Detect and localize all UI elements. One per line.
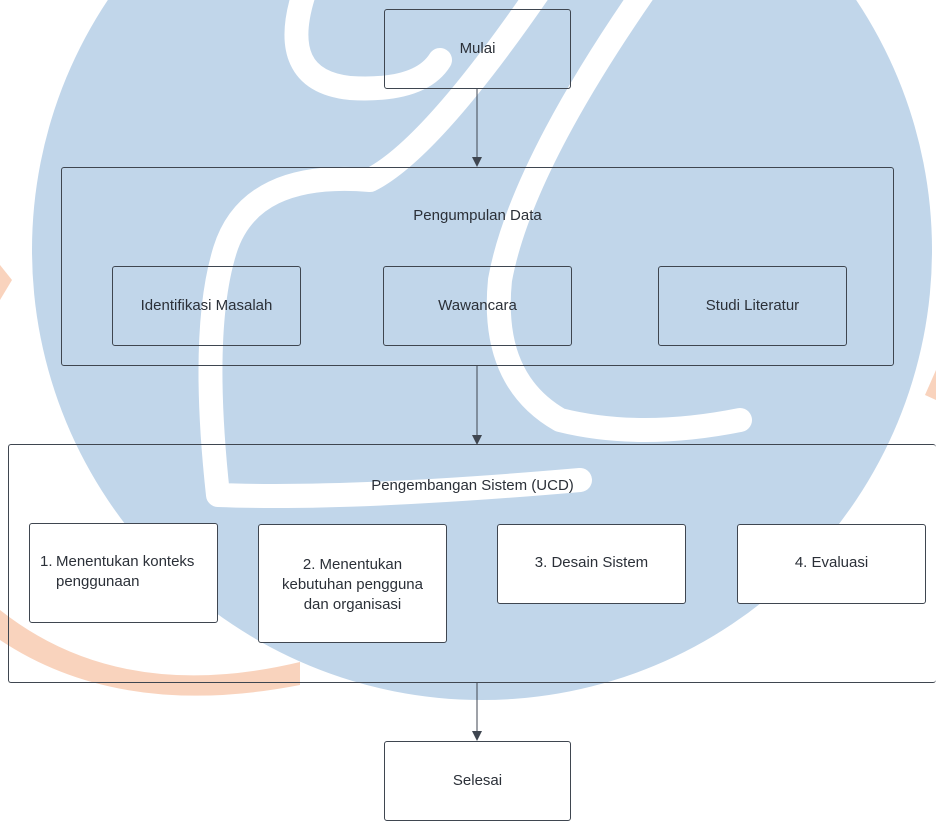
step-1-label: Menentukan konteks penggunaan bbox=[56, 553, 195, 590]
watermark-circle bbox=[32, 0, 932, 700]
figure-head-ring bbox=[284, 0, 452, 101]
step-2-label: 2. Menentukan kebutuhan pengguna dan org… bbox=[282, 556, 423, 613]
step-4-label: 4. Evaluasi bbox=[794, 554, 869, 571]
data-collection-group: Pengumpulan Data bbox=[61, 167, 894, 366]
end-label: Selesai bbox=[452, 772, 503, 789]
step-3-box: 3. Desain Sistem bbox=[497, 524, 686, 604]
orange-accent-left bbox=[0, 265, 12, 300]
development-title: Pengembangan Sistem (UCD) bbox=[371, 477, 574, 494]
item-studi-literatur: Studi Literatur bbox=[658, 266, 847, 346]
step-2-box: 2. Menentukan kebutuhan pengguna dan org… bbox=[258, 524, 447, 643]
step-3-label: 3. Desain Sistem bbox=[534, 554, 649, 571]
item-wawancara: Wawancara bbox=[383, 266, 572, 346]
item-identifikasi-masalah: Identifikasi Masalah bbox=[112, 266, 301, 346]
start-label: Mulai bbox=[459, 40, 496, 57]
orange-accent-arc bbox=[0, 610, 300, 696]
figure-arm bbox=[486, 0, 752, 442]
item-label: Identifikasi Masalah bbox=[140, 297, 273, 314]
figure-body bbox=[198, 0, 592, 508]
orange-accent-right bbox=[925, 370, 936, 400]
item-label: Wawancara bbox=[438, 297, 517, 314]
end-node: Selesai bbox=[384, 741, 571, 821]
start-node: Mulai bbox=[384, 9, 571, 89]
data-collection-title: Pengumpulan Data bbox=[413, 207, 542, 224]
item-label: Studi Literatur bbox=[705, 297, 800, 314]
step-1-number: 1. bbox=[40, 553, 53, 570]
step-4-box: 4. Evaluasi bbox=[737, 524, 926, 604]
step-1-box: 1. Menentukan konteks penggunaan bbox=[29, 523, 218, 623]
